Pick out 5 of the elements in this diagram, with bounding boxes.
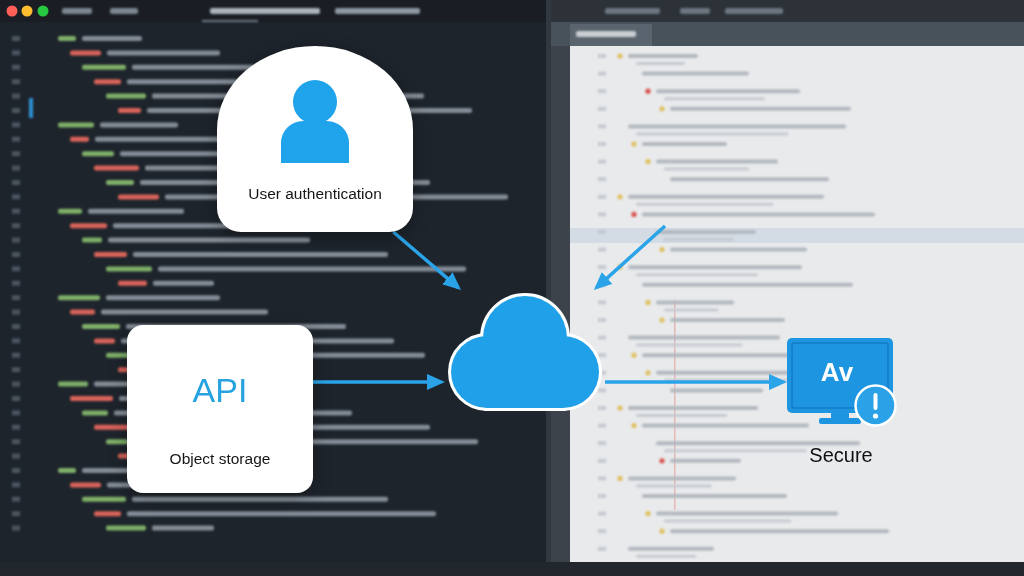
card-label: User authentication	[248, 185, 382, 204]
node-label: Secure	[809, 443, 873, 467]
screen-text: Av	[820, 359, 854, 385]
card-title: API	[192, 373, 248, 407]
card-label: Object storage	[169, 450, 271, 469]
